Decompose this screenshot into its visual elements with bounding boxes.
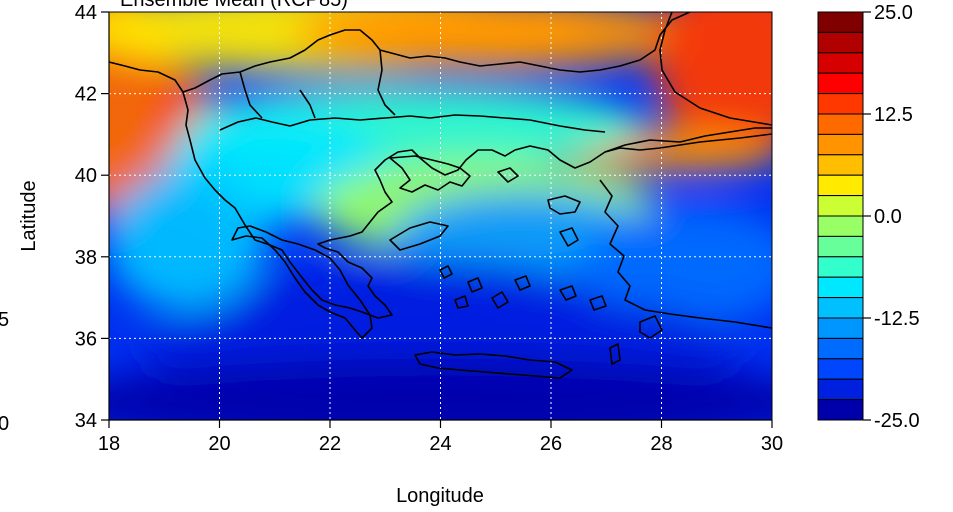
border-greece-north: [219, 114, 606, 133]
y-tick-label: 44: [75, 2, 97, 24]
chart-title: Ensemble Mean (RCP85): [120, 0, 348, 11]
island-karpathos: [609, 343, 621, 365]
x-tick-label: 20: [208, 433, 230, 455]
y-tick-label: 40: [75, 165, 97, 187]
x-axis: 18 20 22 24 26 28 30: [98, 419, 783, 455]
colorbar-swatch: [817, 215, 864, 237]
x-axis-label: Longitude: [396, 485, 484, 507]
islands-dodecanese-2: [589, 295, 607, 311]
colorbar-swatch: [817, 317, 864, 339]
island-chios: [559, 227, 579, 247]
left-fragment-2: 0: [0, 413, 9, 435]
x-tick-label: 24: [429, 433, 451, 455]
grid-lines: [109, 12, 772, 420]
coastline-peloponnese: [231, 225, 373, 339]
colorbar-swatch: [817, 256, 864, 278]
colorbar-tick-label: 0.0: [874, 206, 902, 228]
colorbar-swatch: [817, 195, 864, 217]
y-tick-label: 34: [75, 410, 97, 432]
x-tick-label: 22: [319, 433, 341, 455]
colorbar-swatch: [817, 358, 864, 380]
islands-dodecanese-1: [559, 285, 577, 301]
x-tick-label: 30: [761, 433, 783, 455]
coast-anatolia-north: [604, 127, 772, 153]
field-blob-3: [295, 12, 696, 71]
coastlines: [109, 12, 772, 379]
coastline-crete: [414, 351, 573, 379]
colorbar-ticks: 25.0 12.5 0.0 -12.5 -25.0: [863, 2, 920, 432]
colorbar-tick-label: 12.5: [874, 104, 913, 126]
island-thasos: [497, 167, 519, 183]
left-fragment-1: 5: [0, 309, 9, 331]
islands-cyclades-2: [467, 277, 483, 293]
islands-cyclades-4: [491, 291, 509, 309]
y-tick-label: 38: [75, 247, 97, 269]
colorbar-swatch: [817, 113, 864, 135]
colorbar: [817, 11, 864, 421]
y-axis-label: Latitude: [18, 180, 40, 251]
colorbar-swatch: [817, 93, 864, 115]
map-panel: [109, 12, 772, 420]
x-tick-label: 26: [540, 433, 562, 455]
colorbar-swatch: [817, 31, 864, 54]
island-lesbos: [547, 195, 581, 215]
islands-cyclades-3: [454, 295, 469, 309]
border-inner: [239, 49, 396, 119]
coastline-anatolia-west: [599, 179, 772, 329]
field-blob-14: [109, 358, 772, 420]
colorbar-swatch: [817, 133, 864, 156]
border-north: [182, 12, 691, 93]
colorbar-swatch: [817, 72, 864, 95]
island-euboea: [389, 221, 449, 251]
coastline-chalkidiki: [389, 155, 471, 193]
x-tick-label: 28: [650, 433, 672, 455]
islands-cyclades-5: [514, 275, 531, 291]
colorbar-swatch: [817, 399, 864, 421]
coast-black-sea: [659, 12, 772, 126]
colorbar-tick-label: -25.0: [874, 410, 920, 432]
colorbar-swatch: [817, 337, 864, 360]
coastline-balkans: [109, 61, 772, 319]
colorbar-swatch: [817, 11, 864, 33]
field-blob-10: [109, 170, 267, 311]
y-tick-label: 36: [75, 328, 97, 350]
y-tick-label: 42: [75, 84, 97, 106]
island-rhodes: [639, 315, 663, 339]
colorbar-swatch: [817, 174, 864, 197]
colorbar-swatch: [817, 378, 864, 401]
colorbar-swatch: [817, 235, 864, 258]
y-axis: 34 36 38 40 42 44: [75, 2, 110, 432]
x-tick-label: 18: [98, 433, 120, 455]
colorbar-swatch: [817, 297, 864, 319]
islands-cyclades-1: [439, 265, 453, 279]
colorbar-swatch: [817, 52, 864, 74]
colorbar-swatch: [817, 276, 864, 299]
colorbar-tick-label: 25.0: [874, 2, 913, 24]
colorbar-swatch: [817, 154, 864, 176]
colorbar-tick-label: -12.5: [874, 308, 920, 330]
